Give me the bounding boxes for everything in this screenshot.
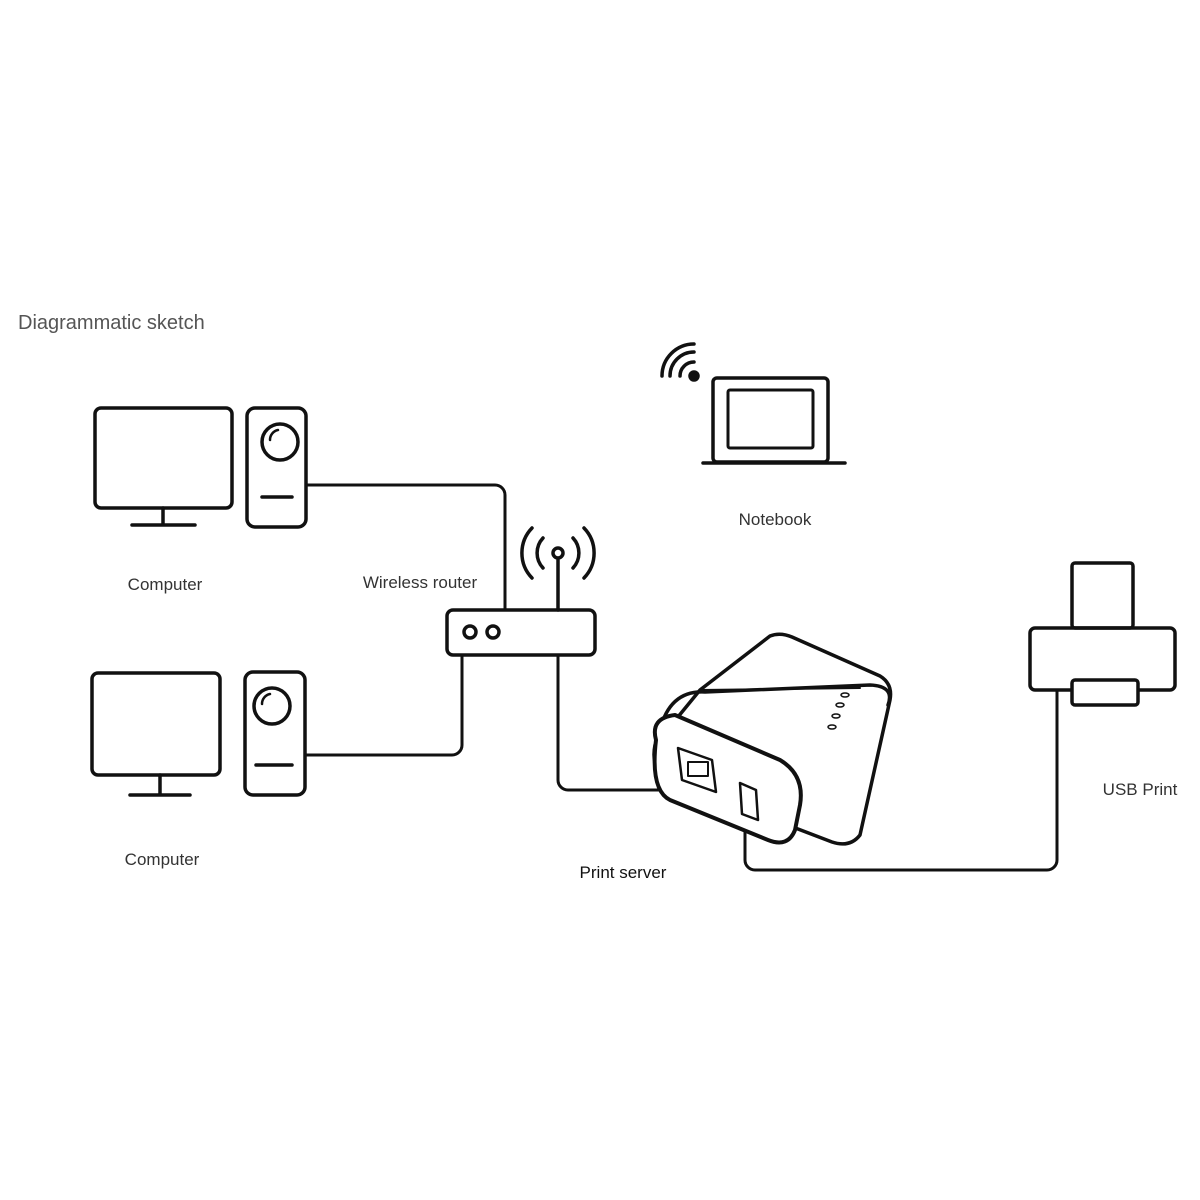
wifi-icon <box>660 342 700 382</box>
notebook-icon <box>701 376 847 465</box>
computer-2-icon <box>90 670 307 797</box>
print-server-label: Print server <box>579 863 667 882</box>
cable-computer1-router <box>304 483 507 612</box>
cable-computer2-router <box>303 653 464 757</box>
computer-1-icon <box>93 406 308 529</box>
computer-2-label: Computer <box>124 850 200 869</box>
diagram-title: Diagrammatic sketch <box>18 312 205 334</box>
usb-print-label: USB Print <box>1102 780 1178 799</box>
cable-router-printserver <box>556 653 692 792</box>
printer-icon <box>1028 561 1177 707</box>
notebook-label: Notebook <box>738 510 812 529</box>
wireless-router-icon <box>445 526 597 657</box>
cable-printserver-printer <box>743 688 1059 872</box>
print-server-icon <box>652 632 893 846</box>
computer-1-label: Computer <box>127 575 203 594</box>
wireless-router-label: Wireless router <box>362 573 478 592</box>
